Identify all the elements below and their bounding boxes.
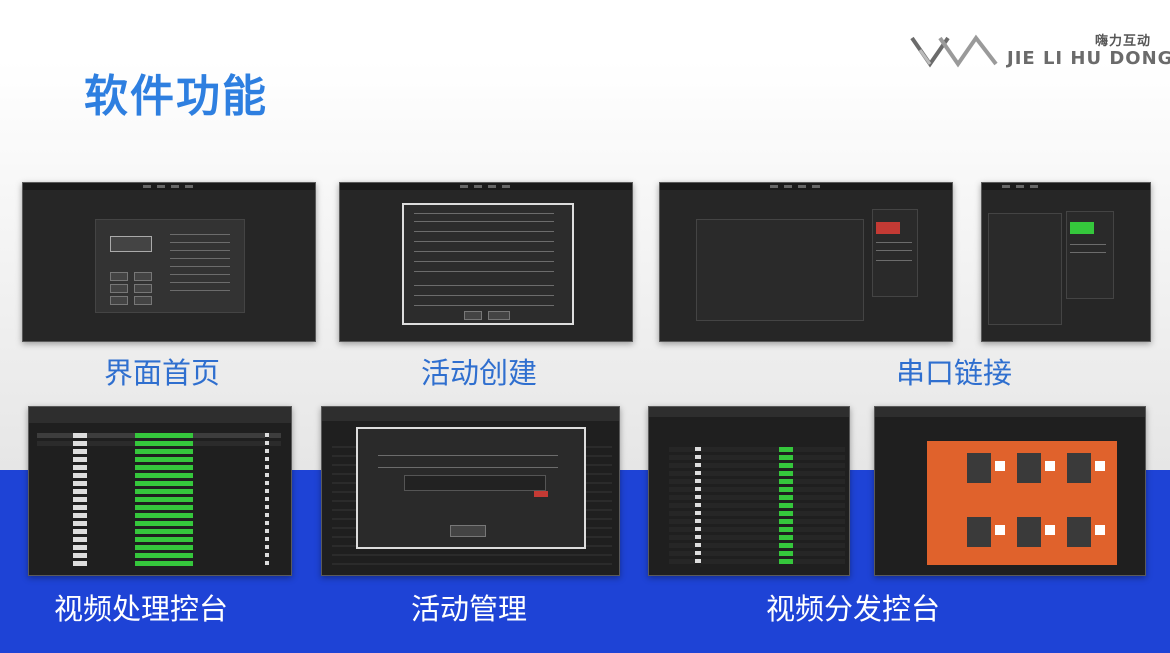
screenshot-activity-management bbox=[321, 406, 620, 576]
caption-serial-link: 串口链接 bbox=[896, 356, 1013, 390]
screenshot-video-processing bbox=[28, 406, 292, 576]
screenshot-serial-link-1 bbox=[659, 182, 953, 342]
screenshot-video-distribution-2 bbox=[874, 406, 1146, 576]
screenshot-video-distribution-1 bbox=[648, 406, 850, 576]
brand-name-cn: 嗨力互动 bbox=[1095, 34, 1152, 49]
caption-activity-management: 活动管理 bbox=[411, 592, 528, 626]
caption-video-distribution: 视频分发控台 bbox=[766, 592, 941, 626]
brand-name-en: JIE LI HU DONG bbox=[1007, 48, 1170, 69]
page-title: 软件功能 bbox=[84, 71, 268, 122]
screenshot-serial-link-2 bbox=[981, 182, 1151, 342]
caption-create-activity: 活动创建 bbox=[421, 356, 538, 390]
screenshot-create-activity bbox=[339, 182, 633, 342]
brand-logo-icon bbox=[910, 34, 998, 68]
brand-logo bbox=[910, 30, 1155, 72]
caption-home: 界面首页 bbox=[104, 356, 221, 390]
screenshot-home bbox=[22, 182, 316, 342]
caption-video-processing: 视频处理控台 bbox=[54, 592, 229, 626]
